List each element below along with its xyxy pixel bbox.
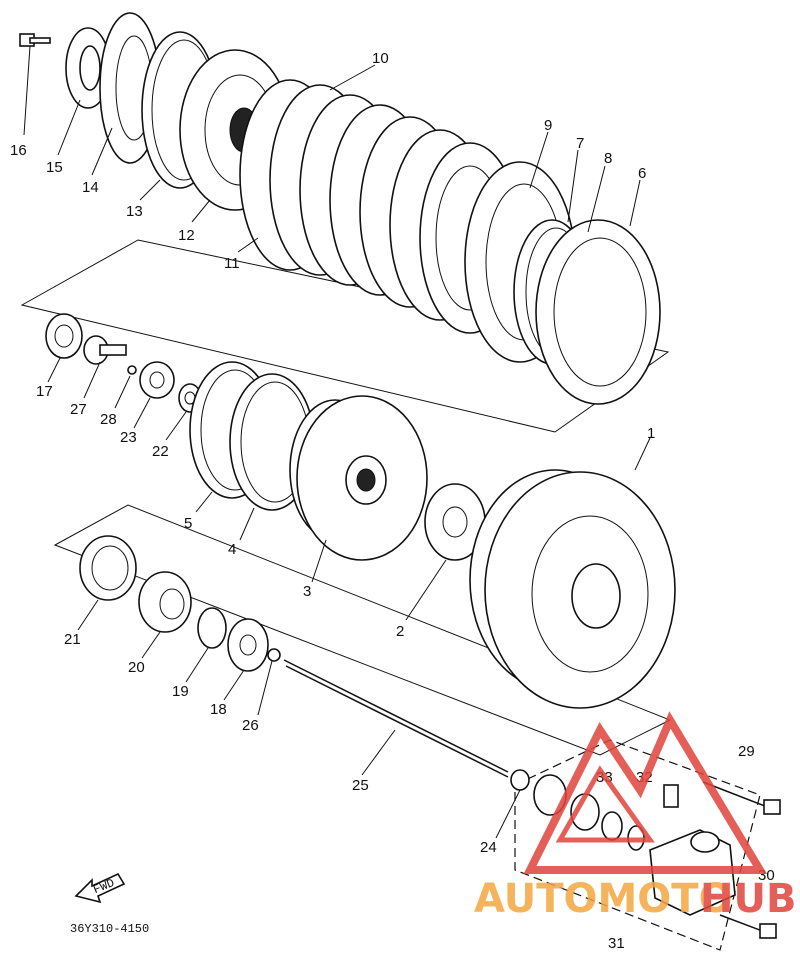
part-23-nut	[139, 361, 175, 399]
svg-text:19: 19	[172, 683, 189, 700]
part-3-clutch-boss	[289, 395, 428, 561]
svg-text:8: 8	[604, 150, 612, 167]
watermark-logo: AUTOMOTO HUB	[474, 711, 796, 922]
svg-text:23: 23	[120, 429, 137, 446]
svg-text:24: 24	[480, 839, 497, 856]
part-33-spring	[601, 811, 645, 851]
svg-text:3: 3	[303, 583, 311, 600]
svg-text:AUTOMOTO: AUTOMOTO	[474, 876, 733, 922]
part-26-ball	[267, 648, 281, 662]
svg-text:31: 31	[608, 935, 625, 952]
svg-text:4: 4	[228, 541, 236, 558]
svg-text:14: 14	[82, 179, 99, 196]
callout-labels: 16 15 14 13 12 11 10 9 7 8 6 17 27 28 23…	[10, 50, 775, 952]
part-1-primary-driven-gear	[469, 469, 676, 709]
svg-text:13: 13	[126, 203, 143, 220]
part-15-plate	[65, 27, 111, 109]
svg-text:9: 9	[544, 117, 552, 134]
part-30-bolt	[719, 914, 777, 939]
part-16-bolt	[19, 33, 51, 47]
part-25-push-rod	[283, 659, 509, 778]
svg-text:20: 20	[128, 659, 145, 676]
part-6-friction-plate	[535, 219, 661, 405]
svg-text:26: 26	[242, 717, 259, 734]
svg-text:21: 21	[64, 631, 81, 648]
svg-text:7: 7	[576, 135, 584, 152]
svg-text:2: 2	[396, 623, 404, 640]
part-code: 36Y310-4150	[70, 922, 149, 936]
svg-text:15: 15	[46, 159, 63, 176]
svg-text:22: 22	[152, 443, 169, 460]
part-19-bushing	[197, 607, 227, 649]
part-21-bearing	[79, 535, 137, 601]
svg-text:27: 27	[70, 401, 87, 418]
part-2-thrust-washer	[424, 483, 486, 561]
svg-text:6: 6	[638, 165, 646, 182]
svg-text:17: 17	[36, 383, 53, 400]
part-27-push-rod-end	[83, 335, 127, 365]
svg-text:29: 29	[738, 743, 755, 760]
part-20-spacer	[138, 571, 192, 633]
part-17-bearing	[45, 313, 83, 359]
svg-text:HUB: HUB	[700, 876, 796, 922]
part-28-ball	[127, 365, 137, 375]
svg-text:12: 12	[178, 227, 195, 244]
svg-text:5: 5	[184, 515, 192, 532]
part-18-washer	[227, 618, 269, 672]
fwd-arrow: FWD	[74, 872, 126, 904]
svg-text:11: 11	[224, 255, 240, 272]
svg-text:10: 10	[372, 50, 389, 67]
plates-group-frame	[20, 239, 670, 433]
part-32-bleed-screw	[663, 784, 679, 808]
svg-text:18: 18	[210, 701, 227, 718]
part-24-seal	[510, 769, 530, 791]
svg-text:28: 28	[100, 411, 117, 428]
svg-text:16: 16	[10, 142, 27, 159]
svg-text:25: 25	[352, 777, 369, 794]
svg-text:1: 1	[647, 425, 655, 442]
leader-lines	[23, 45, 651, 839]
